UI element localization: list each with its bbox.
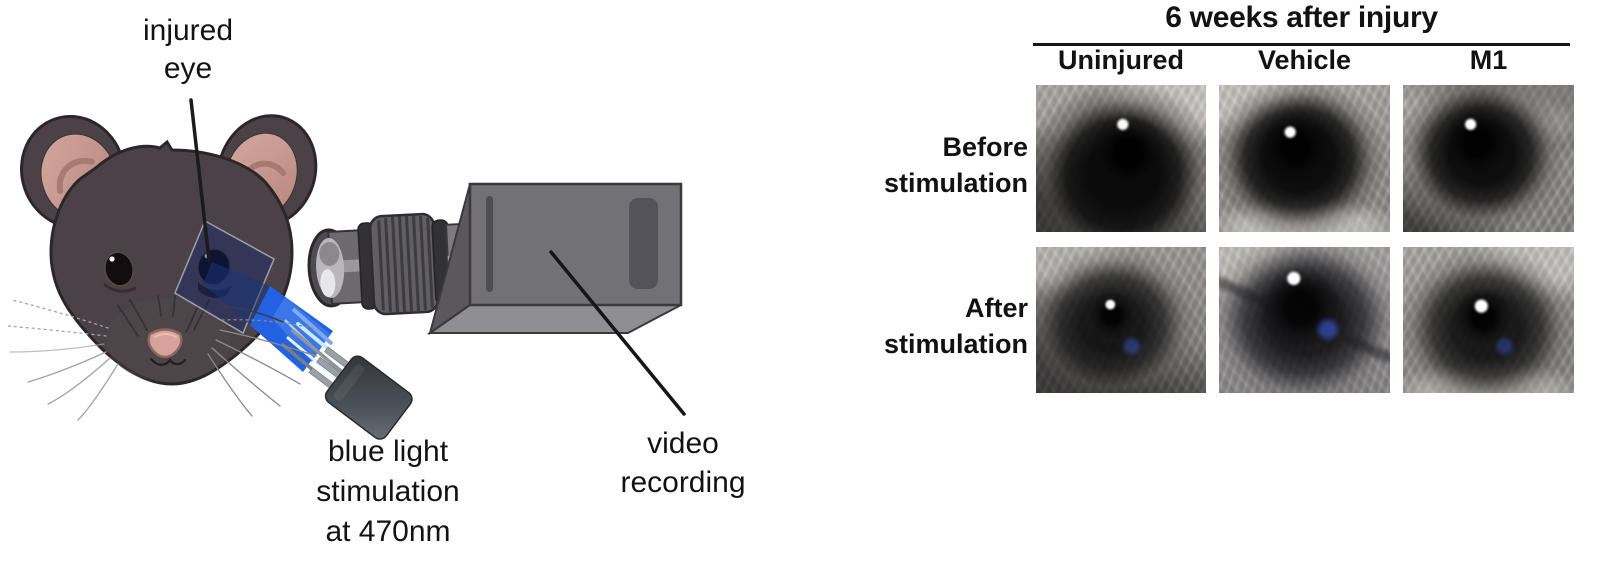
eye-photo-image <box>1036 85 1206 232</box>
eye-photo-image <box>1403 247 1574 393</box>
injured-eye-pointer-line <box>189 98 211 262</box>
video-camera-icon <box>307 182 683 336</box>
mouth-line <box>149 357 187 366</box>
row-header-after-stimulation: After stimulation <box>883 293 1028 359</box>
blue-light-beam <box>203 262 413 440</box>
injured-eye-label: injured eye <box>142 14 234 85</box>
left-eye-icon <box>103 251 137 293</box>
eye-photo-image <box>1219 85 1390 232</box>
eye-photo-image <box>1219 247 1390 393</box>
video-recording-pointer-line <box>549 250 686 416</box>
column-header-vehicle: Vehicle <box>1257 45 1352 75</box>
eye-photo-uninjured-after <box>1036 247 1206 393</box>
video-recording-label: video recording <box>620 427 746 499</box>
eye-photo-uninjured-before <box>1036 85 1206 232</box>
eye-photo-image <box>1403 85 1574 232</box>
mouse-stimulation-diagram <box>7 98 686 440</box>
panel-title: 6 weeks after injury <box>1165 1 1438 34</box>
blue-light-label: blue light stimulation at 470nm <box>316 435 460 548</box>
led-emitter-icon <box>308 346 413 440</box>
column-header-m1: M1 <box>1469 45 1508 75</box>
title-underline <box>1033 43 1570 46</box>
fur-lines <box>117 295 210 337</box>
eye-photo-m1-before <box>1403 85 1574 232</box>
eye-photo-vehicle-after <box>1219 247 1390 393</box>
eye-photo-image <box>1036 247 1206 393</box>
column-header-uninjured: Uninjured <box>1058 45 1184 75</box>
eye-photo-vehicle-before <box>1219 85 1390 232</box>
row-header-before-stimulation: Before stimulation <box>883 132 1028 198</box>
mouse-head <box>20 114 318 386</box>
eye-photo-m1-after <box>1403 247 1574 393</box>
whiskers <box>7 299 321 421</box>
